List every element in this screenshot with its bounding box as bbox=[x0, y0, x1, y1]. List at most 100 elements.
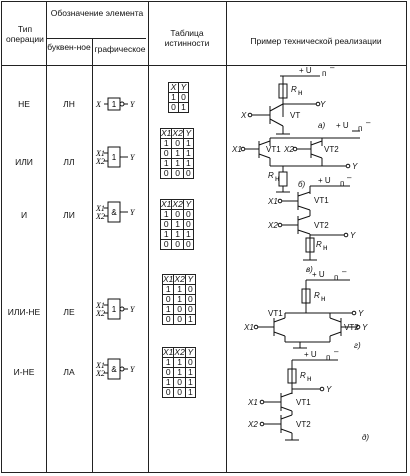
circuit-minus-label: – bbox=[347, 173, 352, 182]
circuit-resistor-sub-label: н bbox=[321, 294, 325, 303]
circuit-out-label: Y bbox=[320, 100, 326, 109]
symbol-output-label: Y bbox=[130, 365, 136, 374]
symbol-output-label: Y bbox=[130, 208, 136, 217]
circuit-resistor-label: R bbox=[314, 291, 320, 300]
circuit-resistor-label: R bbox=[316, 240, 322, 249]
circuit-vt2-label: VT2 bbox=[296, 420, 311, 429]
op-code: ЛЕ bbox=[63, 307, 75, 317]
truth-cell: 0 bbox=[171, 168, 184, 179]
circuit-supply-sub-label: п bbox=[334, 273, 338, 282]
circuit-vt2-label: VT2 bbox=[344, 323, 359, 332]
symbol-input-label: X1 bbox=[95, 204, 105, 213]
circuit-in2-label: X2 bbox=[283, 145, 294, 154]
circuit-resistor-sub-label: н bbox=[307, 374, 311, 383]
circuit-supply-sub-label: п bbox=[340, 179, 344, 188]
circuit-supply-label: + U bbox=[312, 270, 325, 279]
circuit-label-label: д) bbox=[362, 433, 369, 442]
truth-cell: 0 bbox=[173, 387, 186, 398]
circuit-supply-sub-label: п bbox=[326, 353, 330, 362]
op-code: ЛН bbox=[63, 99, 75, 109]
circuit-label-label: а) bbox=[318, 121, 325, 130]
symbol-label: 1 bbox=[112, 153, 117, 162]
truth-cell: 0 bbox=[171, 239, 184, 250]
circuit-resistor-label: R bbox=[300, 371, 306, 380]
circuit-out-label: Y bbox=[350, 231, 356, 240]
op-name: НЕ bbox=[18, 99, 30, 109]
circuit-supply-label: + U bbox=[304, 350, 317, 359]
header-letter: буквен-ное bbox=[47, 42, 91, 52]
circuit-supply-label: + U bbox=[318, 176, 331, 185]
header-graphic: графическое bbox=[94, 44, 146, 54]
circuit-out-label: Y bbox=[362, 323, 368, 332]
circuit-supply-label: + U bbox=[336, 121, 349, 130]
circuit-in2-label: X2 bbox=[267, 221, 278, 230]
truth-cell: 1 bbox=[178, 102, 189, 113]
circuit-in1-label: X1 bbox=[267, 197, 278, 206]
symbol-input-label: X1 bbox=[95, 149, 105, 158]
col-divider bbox=[226, 2, 227, 472]
header-subdivider bbox=[46, 38, 146, 39]
circuit-vt1-label: VT1 bbox=[266, 145, 281, 154]
symbol-input-label: X1 bbox=[95, 361, 105, 370]
op-code: ЛЛ bbox=[63, 157, 75, 167]
circuit-in1-label: X1 bbox=[243, 323, 254, 332]
truth-cell: 0 bbox=[182, 168, 194, 179]
circuit-minus-label: – bbox=[334, 347, 339, 356]
circuit-out-label: Y bbox=[352, 162, 358, 171]
circuit-vt1-label: VT1 bbox=[296, 398, 311, 407]
circuit-vt-label: VT bbox=[290, 111, 300, 120]
circuit-in-label: X bbox=[240, 111, 247, 120]
truth-cell: 0 bbox=[173, 314, 186, 325]
symbol-label: & bbox=[111, 208, 117, 217]
symbol-input-label: X1 bbox=[95, 301, 105, 310]
circuit-minus-label: – bbox=[366, 118, 371, 127]
circuit-vt1-label: VT1 bbox=[268, 309, 283, 318]
circuit-in1-label: X1 bbox=[231, 145, 242, 154]
circuit-supply-label: + U bbox=[299, 66, 312, 75]
symbol-label: & bbox=[111, 365, 117, 374]
circuit-label-label: в) bbox=[306, 265, 313, 274]
circuit-out-label: Y bbox=[358, 309, 364, 318]
circuit-in1-label: X1 bbox=[247, 398, 258, 407]
circuit-resistor-sub-label: н bbox=[298, 88, 302, 97]
header-example: Пример технической реализации bbox=[250, 36, 382, 46]
symbol-input-label: X2 bbox=[95, 369, 105, 378]
circuit-vt2-label: VT2 bbox=[324, 145, 339, 154]
header-designation: Обозначение элемента bbox=[50, 8, 144, 18]
op-name: И bbox=[20, 210, 28, 220]
truth-cell: 1 bbox=[184, 387, 196, 398]
circuit-supply-sub-label: п bbox=[322, 69, 326, 78]
circuit-in2-label: X2 bbox=[247, 420, 258, 429]
circuit-vt2-label: VT2 bbox=[314, 221, 329, 230]
header-truth: Таблица истинности bbox=[164, 28, 210, 48]
op-name: ИЛИ-НЕ bbox=[7, 307, 41, 317]
symbol-input-label: X bbox=[95, 100, 102, 109]
op-code: ЛИ bbox=[63, 210, 75, 220]
circuit-vt1-label: VT1 bbox=[314, 196, 329, 205]
circuit-minus-label: – bbox=[342, 267, 347, 276]
symbol-output-label: Y bbox=[130, 100, 136, 109]
col-divider bbox=[46, 2, 47, 472]
symbol-label: 1 bbox=[112, 100, 117, 109]
logic-symbol-1: 1 X Y bbox=[95, 97, 136, 111]
symbol-input-label: X2 bbox=[95, 309, 105, 318]
op-code: ЛА bbox=[63, 367, 75, 377]
header-divider bbox=[2, 65, 406, 66]
symbol-label: 1 bbox=[112, 305, 117, 314]
symbol-input-label: X2 bbox=[95, 157, 105, 166]
circuit-resistor-label: R bbox=[268, 171, 274, 180]
circuit-resistor-sub-label: н bbox=[275, 174, 279, 183]
circuit-label-label: б) bbox=[298, 180, 306, 189]
circuit-resistor-sub-label: н bbox=[323, 243, 327, 252]
